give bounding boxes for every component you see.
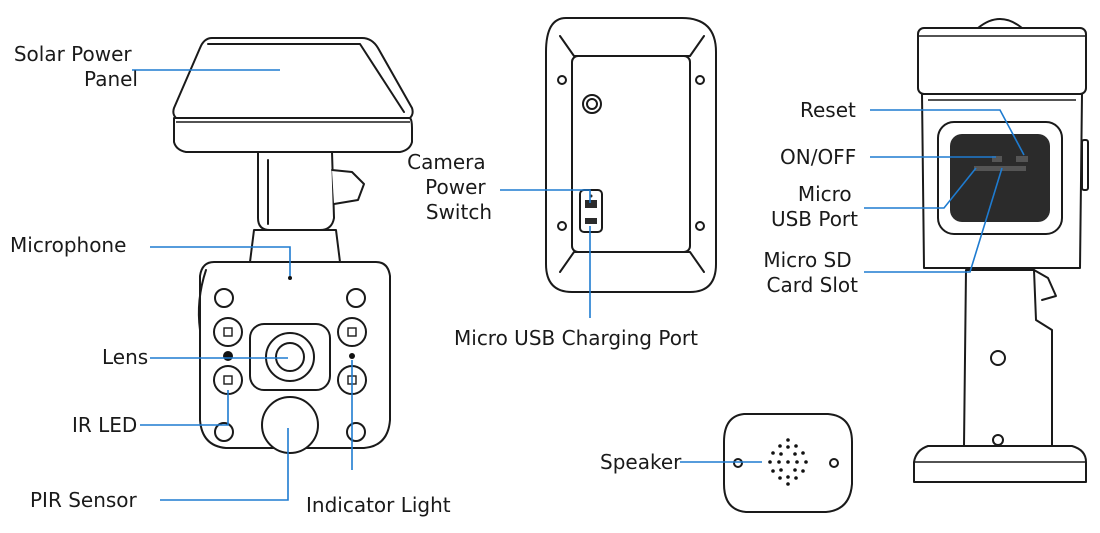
speaker-grille-icon	[768, 438, 808, 486]
label-indicator-light: Indicator Light	[306, 493, 451, 517]
mount-arm-drawing	[249, 151, 365, 263]
leader-reset	[870, 109, 1025, 156]
speaker-detail	[723, 413, 853, 513]
front-view-camera	[172, 37, 414, 454]
label-speaker: Speaker	[600, 450, 682, 474]
back-view-panel	[545, 17, 717, 293]
leader-micro-sd-card-slot	[864, 167, 1003, 273]
camera-head-drawing	[197, 261, 391, 454]
leader-lines	[132, 69, 1025, 501]
side-view-camera	[913, 18, 1089, 483]
label-lens: Lens	[102, 345, 148, 369]
label-ir-led: IR LED	[72, 413, 137, 437]
label-reset: Reset	[800, 98, 856, 122]
label-micro-usb-port: Micro USB Port	[771, 182, 858, 231]
leader-micro-usb-port	[864, 167, 977, 209]
text-labels: Solar Power Panel Microphone Lens IR LED…	[10, 42, 858, 517]
label-camera-power-switch: Camera Power Switch	[407, 150, 492, 224]
label-micro-sd-card-slot: Micro SD Card Slot	[763, 248, 858, 297]
label-pir-sensor: PIR Sensor	[30, 488, 138, 512]
label-solar-power-panel: Solar Power Panel	[14, 42, 138, 91]
label-microphone: Microphone	[10, 233, 126, 257]
leader-ir-led	[140, 390, 229, 426]
solar-panel-drawing	[172, 37, 414, 153]
leader-pir-sensor	[160, 428, 289, 501]
leader-microphone	[150, 246, 291, 276]
label-micro-usb-charging-port: Micro USB Charging Port	[454, 326, 698, 350]
label-on-off: ON/OFF	[780, 145, 856, 169]
leader-camera-power-switch	[500, 189, 591, 203]
